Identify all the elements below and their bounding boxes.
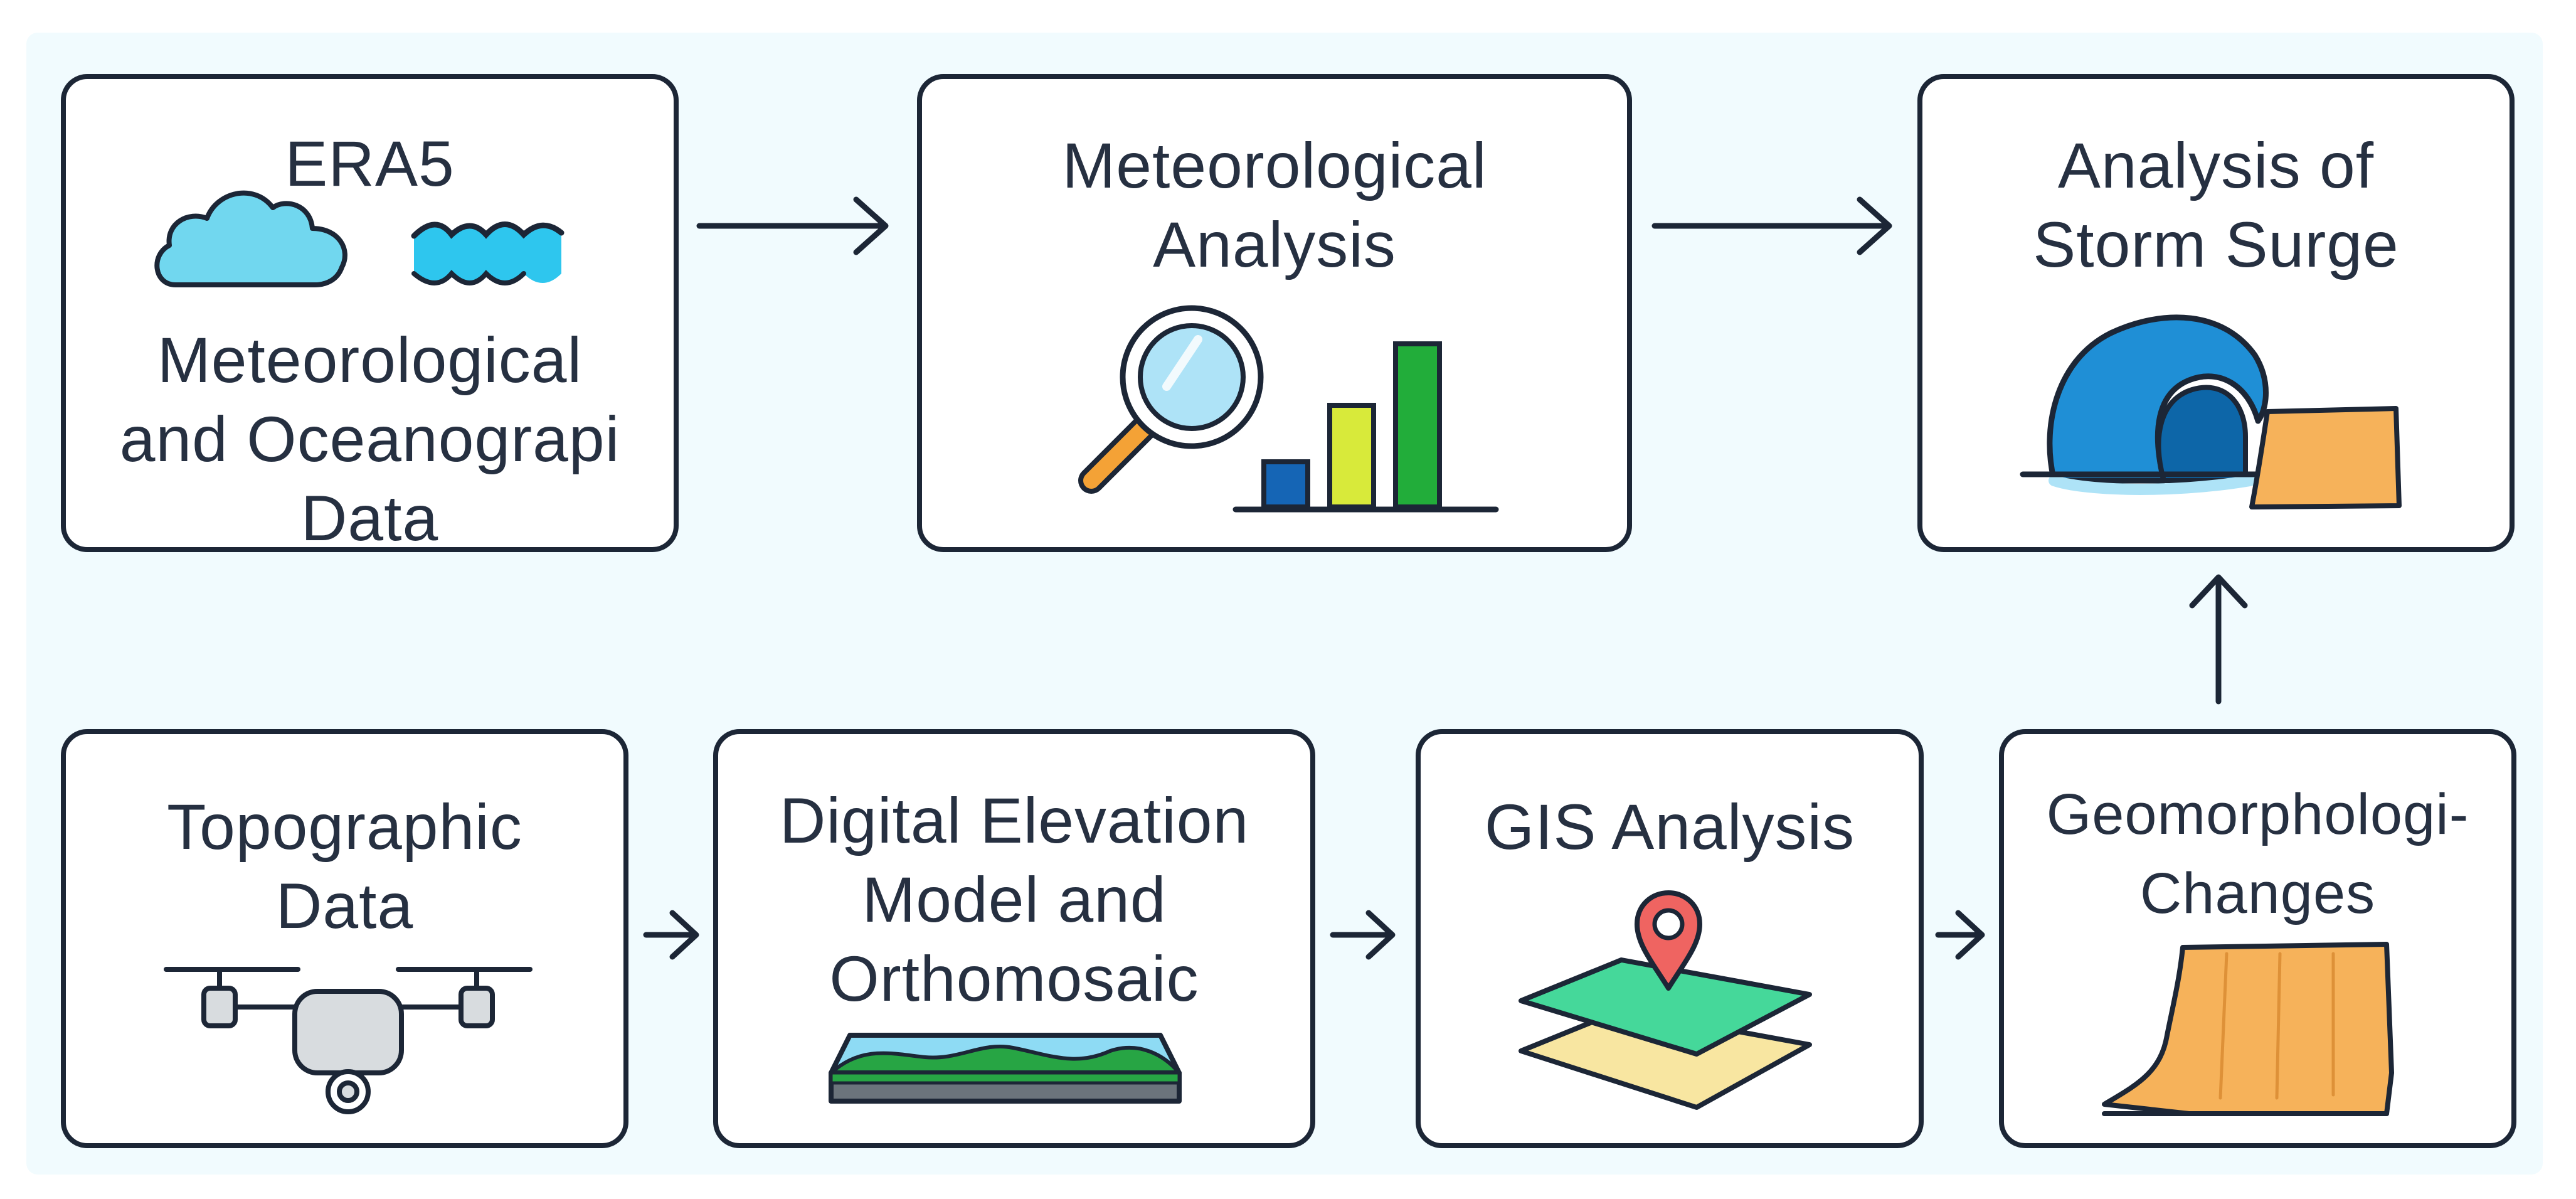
bar-chart-bar-short bbox=[1261, 459, 1310, 509]
magnifying-glass-icon bbox=[1078, 305, 1264, 494]
node-topo-data-label: Topographic Data bbox=[167, 791, 522, 942]
cloud-icon bbox=[154, 190, 347, 287]
drone-icon bbox=[164, 967, 533, 1114]
map-pin-icon bbox=[1635, 890, 1702, 991]
node-dem-label: Digital Elevation Model and Orthomosaic bbox=[779, 785, 1249, 1015]
node-topo-data: Topographic Data bbox=[61, 729, 628, 1148]
edge-geomorph-to-storm-surge bbox=[2189, 574, 2248, 705]
node-era5-label: Meteorological and Oceanograpi Data bbox=[119, 324, 620, 554]
edge-era5-to-met-analysis bbox=[696, 196, 889, 255]
edge-gis-to-geomorph bbox=[1935, 910, 1985, 960]
edge-met-analysis-to-storm-surge bbox=[1651, 196, 1892, 255]
bar-chart-bar-medium bbox=[1327, 403, 1376, 509]
node-geomorph-label: Geomorphologi- Changes bbox=[2046, 782, 2469, 925]
node-era5-title: ERA5 bbox=[285, 128, 455, 200]
edge-dem-to-gis bbox=[1330, 910, 1396, 960]
map-layer-top bbox=[1519, 957, 1812, 1057]
layered-maps-icon bbox=[1519, 957, 1812, 1110]
coastal-cliff-icon bbox=[2249, 406, 2402, 509]
bar-chart-icon bbox=[1232, 341, 1499, 513]
ocean-waves-icon bbox=[411, 221, 564, 285]
node-gis: GIS Analysis bbox=[1416, 729, 1924, 1148]
node-met-analysis-label: Meteorological Analysis bbox=[1062, 130, 1487, 280]
node-era5: ERA5 Meteorological and Oceanograpi Data bbox=[61, 74, 679, 554]
node-dem: Digital Elevation Model and Orthomosaic bbox=[713, 729, 1315, 1148]
tidal-wave-icon bbox=[2020, 314, 2286, 495]
node-met-analysis: Meteorological Analysis bbox=[917, 74, 1632, 552]
node-storm-surge: Analysis of Storm Surge bbox=[1917, 74, 2515, 552]
bar-chart-bar-tall bbox=[1393, 341, 1442, 509]
terrain-model-icon bbox=[829, 1033, 1182, 1104]
cliff-icon bbox=[2102, 942, 2394, 1116]
node-storm-surge-label: Analysis of Storm Surge bbox=[2033, 130, 2399, 280]
node-geomorph: Geomorphologi- Changes bbox=[1999, 729, 2516, 1148]
edge-topo-data-to-dem bbox=[643, 910, 699, 960]
node-gis-label: GIS Analysis bbox=[1484, 791, 1855, 863]
